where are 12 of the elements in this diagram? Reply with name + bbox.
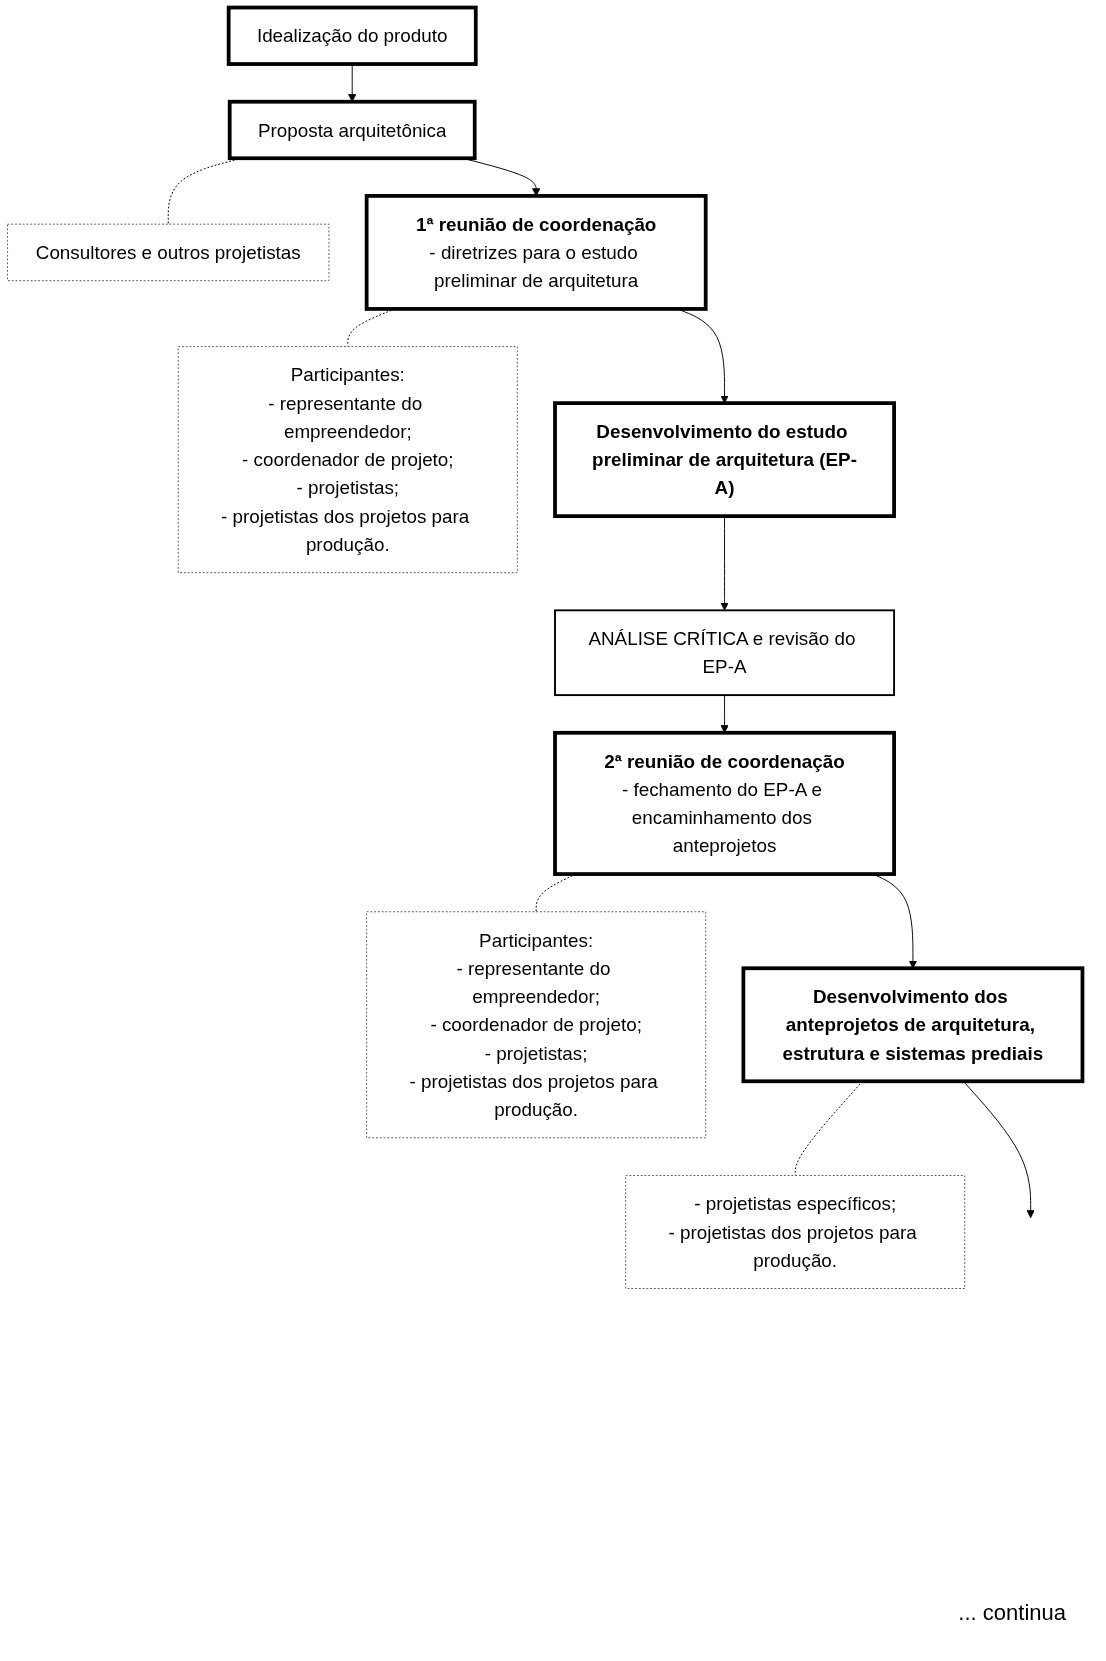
node-box: - projetistas específicos; - projetistas dos projetos para produção. — [625, 1175, 966, 1289]
node-box: Proposta arquitetônica — [227, 99, 477, 161]
node-box: Participantes: - representante do empreendedor; - coordenador de projeto; - projetistas; - projetistas dos projetos para produção. — [177, 346, 518, 574]
node-box: 2ª reunião de coordenação - fechamento do EP-A e encaminhamento dos anteprojetos — [553, 730, 896, 876]
node-box: Idealização do produto — [226, 5, 478, 66]
note-text: ... continua — [957, 1600, 1066, 1626]
node-box: Desenvolvimento do estudo preliminar de arquitetura (EP-A) — [553, 401, 896, 519]
node-box: Consultores e outros projetistas — [7, 223, 330, 282]
node-box: Desenvolvimento dos anteprojetos de arquitetura, estrutura e sistemas prediais — [741, 966, 1085, 1084]
node-box: ANÁLISE CRÍTICA e revisão do EP-A — [554, 609, 896, 697]
node-box: 1ª reunião de coordenação - diretrizes para o estudo preliminar de arquitetura — [364, 194, 708, 311]
node-box: Participantes: - representante do empreendedor; - coordenador de projeto; - projetistas; - projetistas dos projetos para produção. — [366, 911, 707, 1139]
